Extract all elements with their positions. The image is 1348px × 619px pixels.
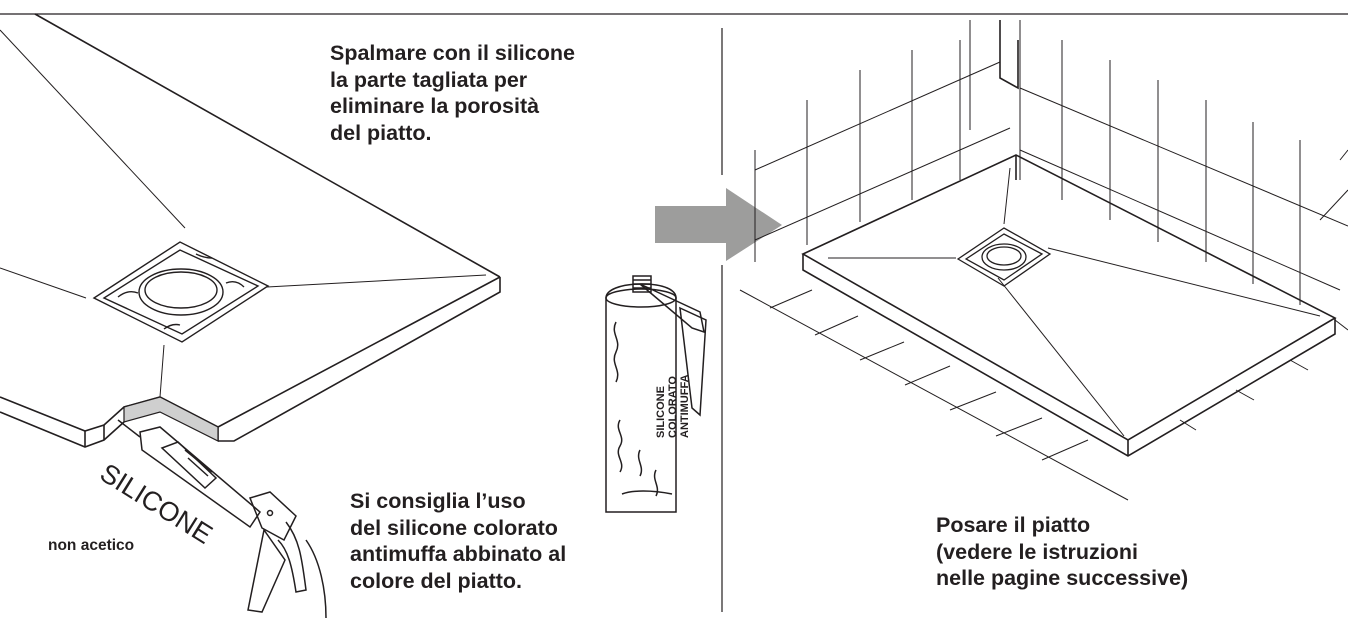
caption-top-line-4: del piatto.: [330, 120, 432, 145]
caption-install-line-1: Posare il piatto: [936, 513, 1091, 537]
tray-slope-lines: [0, 29, 487, 398]
label-non-acetic: non acetico: [48, 537, 135, 554]
caption-tip-line-2: del silicone colorato: [350, 515, 558, 540]
caption-silicone-advice: Si consiglia l’uso del silicone colorato…: [350, 488, 566, 594]
caption-install-line-2: (vedere le istruzioni: [936, 539, 1138, 564]
tube-label-line-1: SILICONE: [655, 386, 667, 438]
caption-install-line-3: nelle pagine successive): [936, 566, 1189, 590]
caption-top-line-1: Spalmare con il silicone: [330, 41, 575, 65]
installed-tray-walls: [754, 20, 1348, 305]
caption-tip-line-1: Si consiglia l’uso: [350, 489, 526, 513]
installed-tray-slopes: [828, 167, 1321, 437]
caption-spread-silicone: Spalmare con il silicone la parte taglia…: [330, 40, 575, 146]
drain-right: [956, 227, 1052, 287]
installed-tray: [801, 20, 1337, 457]
floor-tiles: [739, 289, 1348, 501]
tube-label: SILICONE COLORATO ANTIMUFFA: [655, 374, 691, 438]
caption-top-line-2: la parte tagliata per: [330, 67, 528, 92]
caulking-gun-icon: [117, 419, 327, 619]
caption-install-tray: Posare il piatto (vedere le istruzioni n…: [936, 512, 1188, 592]
tube-label-line-2: COLORATO: [667, 376, 679, 438]
arrow-right-icon: [655, 188, 782, 261]
tube-label-line-3: ANTIMUFFA: [679, 374, 691, 438]
caption-tip-line-4: colore del piatto.: [350, 568, 523, 593]
drain-left: [92, 241, 270, 343]
caption-tip-line-3: antimuffa abbinato al: [350, 542, 567, 566]
silicone-tube-icon: [605, 275, 707, 513]
caption-top-line-3: eliminare la porosità: [330, 94, 540, 118]
